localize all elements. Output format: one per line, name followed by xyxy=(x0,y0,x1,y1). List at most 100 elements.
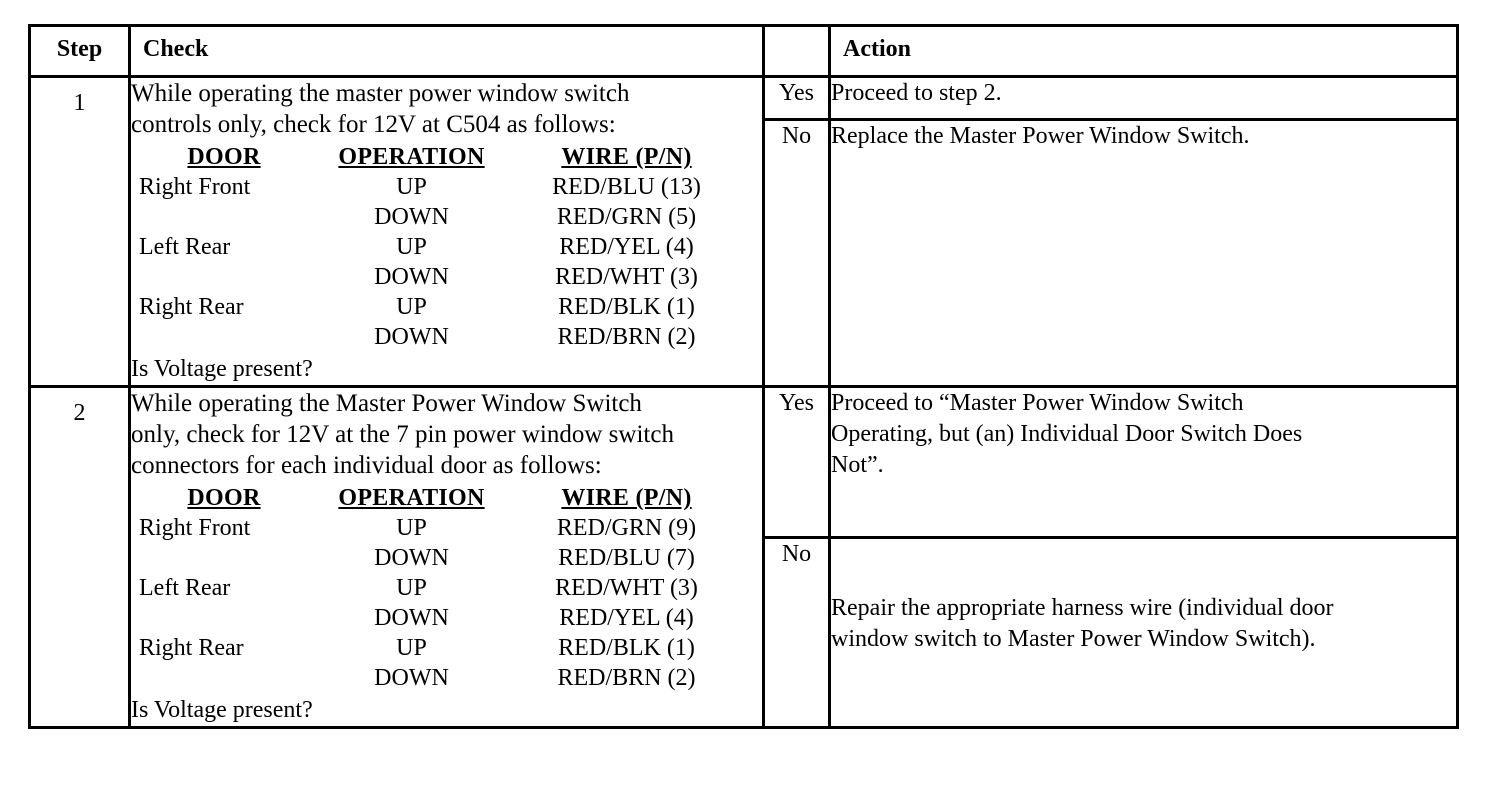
wire-header-door: DOOR xyxy=(187,144,261,170)
step-cell-2: 2 xyxy=(28,385,131,729)
step-number: 2 xyxy=(73,400,86,426)
wire-door: Right Front xyxy=(139,515,251,541)
wire-row: Left Rear UP RED/YEL (4) xyxy=(139,232,739,262)
header-label-check: Check xyxy=(143,36,209,62)
wire-name: RED/GRN (5) xyxy=(556,204,697,230)
header-label-yesno xyxy=(765,27,828,35)
header-label-action: Action xyxy=(843,36,911,62)
table-header-row: Step Check Action xyxy=(28,24,1459,78)
wire-row: DOWN RED/WHT (3) xyxy=(139,262,739,292)
wire-name: RED/GRN (9) xyxy=(556,515,697,541)
wire-operation: UP xyxy=(396,174,427,200)
wire-row: Right Rear UP RED/BLK (1) xyxy=(139,292,739,322)
wire-operation: DOWN xyxy=(374,324,449,350)
wire-operation: UP xyxy=(396,635,427,661)
wire-row: Right Rear UP RED/BLK (1) xyxy=(139,633,739,663)
action-cell-no: Replace the Master Power Window Switch. xyxy=(828,118,1459,388)
wire-door xyxy=(139,322,309,352)
wire-door xyxy=(139,262,309,292)
wire-name: RED/YEL (4) xyxy=(559,605,694,631)
header-label-step: Step xyxy=(56,36,103,62)
wire-header-wire: WIRE (P/N) xyxy=(561,485,692,511)
check-intro-line: controls only, check for 12V at C504 as … xyxy=(131,111,616,138)
check-intro-line: only, check for 12V at the 7 pin power w… xyxy=(131,421,674,448)
wire-list-2: DOOR OPERATION WIRE (P/N) Right Front UP… xyxy=(139,483,739,693)
wire-door: Right Rear xyxy=(139,294,244,320)
check-cell-1: While operating the master power window … xyxy=(128,75,765,388)
action-cell-yes: Proceed to step 2. xyxy=(828,75,1459,121)
table-row: No Replace the Master Power Window Switc… xyxy=(30,118,1459,388)
wire-row: Right Front UP RED/GRN (9) xyxy=(139,513,739,543)
wire-name: RED/BLK (1) xyxy=(558,635,695,661)
wire-door: Left Rear xyxy=(139,575,231,601)
wire-header-row: DOOR OPERATION WIRE (P/N) xyxy=(139,142,739,172)
diagnostic-table: Step Check Action 1 While operating t xyxy=(28,24,1459,729)
wire-row: DOWN RED/GRN (5) xyxy=(139,202,739,232)
wire-name: RED/WHT (3) xyxy=(555,575,698,601)
table-row: 1 While operating the master power windo… xyxy=(28,75,1459,388)
table-row: No Repair the appropriate harness wire (… xyxy=(30,536,1459,729)
wire-operation: UP xyxy=(396,294,427,320)
action-line: Replace the Master Power Window Switch. xyxy=(831,123,1250,149)
wire-list-1: DOOR OPERATION WIRE (P/N) Right Front UP… xyxy=(139,142,739,352)
outcome-label-text: No xyxy=(781,123,812,149)
wire-name: RED/WHT (3) xyxy=(555,264,698,290)
wire-row: DOWN RED/BRN (2) xyxy=(139,322,739,352)
wire-door: Left Rear xyxy=(139,234,231,260)
action-line: Not”. xyxy=(831,452,884,478)
wire-operation: DOWN xyxy=(374,264,449,290)
wire-name: RED/BLU (7) xyxy=(558,545,695,571)
wire-operation: UP xyxy=(396,575,427,601)
wire-name: RED/BLU (13) xyxy=(552,174,701,200)
action-cell-yes: Proceed to “Master Power Window Switch O… xyxy=(828,385,1459,539)
check-intro-line: While operating the Master Power Window … xyxy=(131,390,642,417)
wire-row: Left Rear UP RED/WHT (3) xyxy=(139,573,739,603)
wire-name: RED/YEL (4) xyxy=(559,234,694,260)
step-cell-1: 1 xyxy=(28,75,131,388)
wire-operation: DOWN xyxy=(374,665,449,691)
wire-row: DOWN RED/BRN (2) xyxy=(139,663,739,693)
outcome-label-text: Yes xyxy=(779,80,814,106)
action-line: Operating, but (an) Individual Door Swit… xyxy=(831,421,1303,447)
outcome-label-yes: Yes xyxy=(762,75,831,121)
wire-row: DOWN RED/BLU (7) xyxy=(139,543,739,573)
outcome-label-text: Yes xyxy=(779,390,814,416)
wire-door: Right Rear xyxy=(139,635,244,661)
outcome-label-text: No xyxy=(781,541,812,567)
outcome-label-no: No xyxy=(762,536,831,729)
wire-header-operation: OPERATION xyxy=(338,144,485,170)
wire-header-wire: WIRE (P/N) xyxy=(561,144,692,170)
check-question: Is Voltage present? xyxy=(131,356,313,382)
action-line: Repair the appropriate harness wire (ind… xyxy=(831,595,1334,621)
action-line: window switch to Master Power Window Swi… xyxy=(831,626,1316,652)
outcome-label-yes: Yes xyxy=(762,385,831,539)
wire-operation: UP xyxy=(396,515,427,541)
wire-operation: UP xyxy=(396,234,427,260)
wire-header-row: DOOR OPERATION WIRE (P/N) xyxy=(139,483,739,513)
wire-operation: DOWN xyxy=(374,605,449,631)
header-cell-action: Action xyxy=(828,24,1459,78)
wire-row: DOWN RED/YEL (4) xyxy=(139,603,739,633)
wire-header-operation: OPERATION xyxy=(338,485,485,511)
wire-row: Right Front UP RED/BLU (13) xyxy=(139,172,739,202)
check-intro-line: While operating the master power window … xyxy=(131,80,630,107)
action-line: Proceed to step 2. xyxy=(831,80,1002,106)
check-intro-line: connectors for each individual door as f… xyxy=(131,452,602,479)
action-line: Proceed to “Master Power Window Switch xyxy=(831,390,1244,416)
wire-operation: DOWN xyxy=(374,204,449,230)
wire-name: RED/BRN (2) xyxy=(557,665,696,691)
wire-door xyxy=(139,543,309,573)
table-row: 2 While operating the Master Power Windo… xyxy=(28,385,1459,729)
check-cell-2: While operating the Master Power Window … xyxy=(128,385,765,729)
wire-operation: DOWN xyxy=(374,545,449,571)
wire-door: Right Front xyxy=(139,174,251,200)
outcome-label-no: No xyxy=(762,118,831,388)
wire-door xyxy=(139,202,309,232)
wire-door xyxy=(139,663,309,693)
wire-name: RED/BLK (1) xyxy=(558,294,695,320)
step-number: 1 xyxy=(73,90,86,116)
check-question: Is Voltage present? xyxy=(131,697,313,723)
header-cell-check: Check xyxy=(128,24,765,78)
action-cell-no: Repair the appropriate harness wire (ind… xyxy=(828,536,1459,729)
